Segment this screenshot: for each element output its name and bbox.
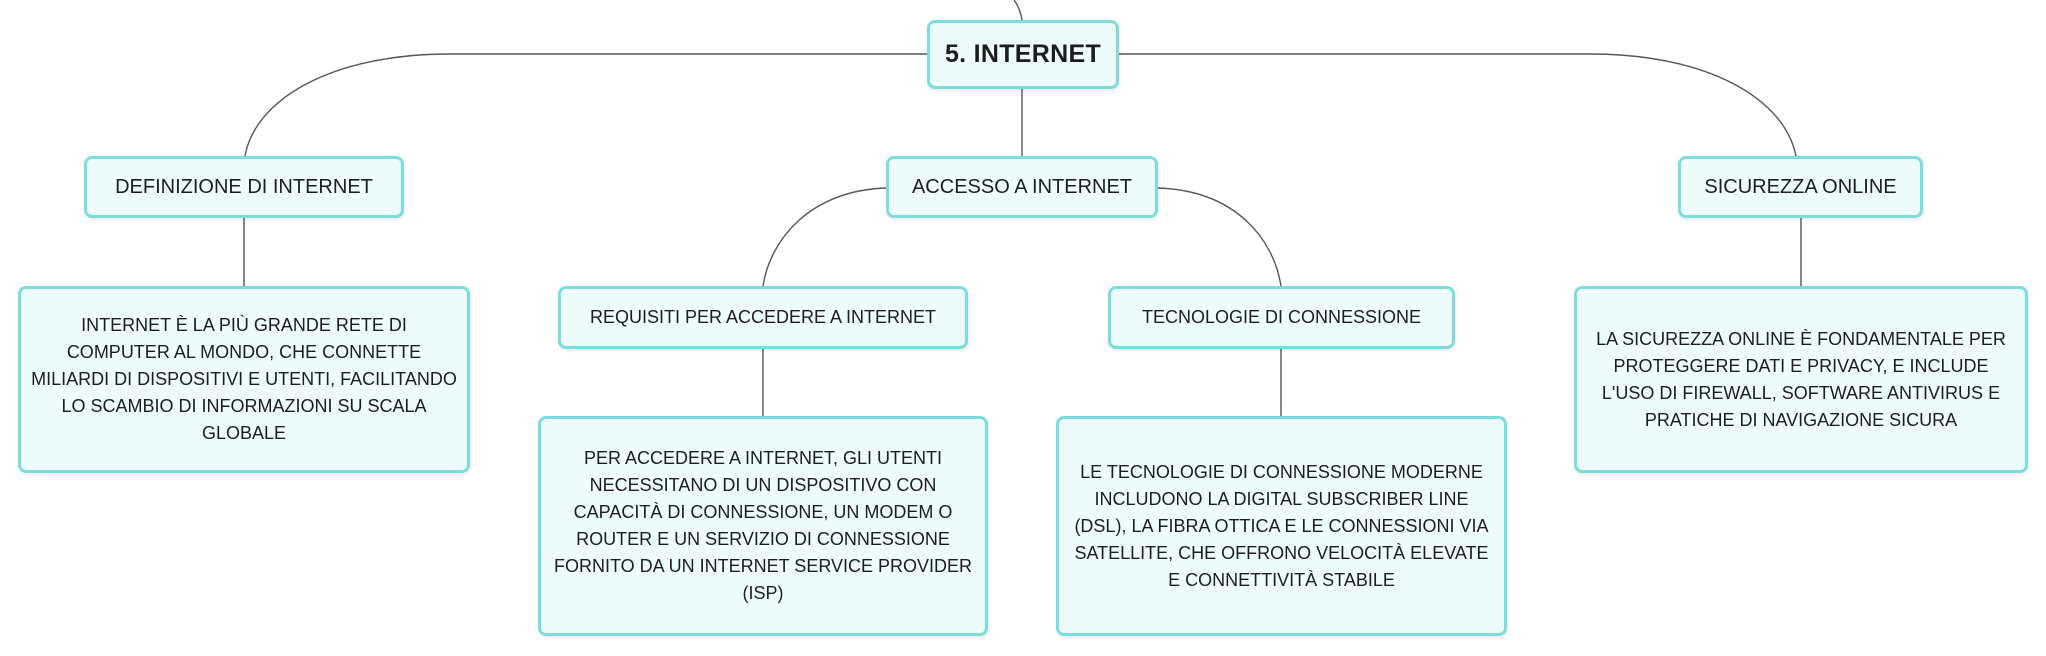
requisiti-label: REQUISITI PER ACCEDERE A INTERNET <box>589 307 937 327</box>
connector-accesso-requisiti <box>762 187 888 287</box>
connector-parent-edge <box>1013 0 1023 21</box>
connector-root-sicurezza <box>1118 53 1797 157</box>
definizione-label: DEFINIZIONE DI INTERNET <box>115 175 373 198</box>
sicurezza-detail-node[interactable]: LA SICUREZZA ONLINE È FONDAMENTALE PER P… <box>1574 286 2028 473</box>
tecnologie-label: TECNOLOGIE DI CONNESSIONE <box>1141 307 1422 327</box>
root-label: 5. INTERNET <box>944 40 1102 68</box>
connector-accesso-tecnologie <box>1156 187 1282 287</box>
connector-root-definizione <box>244 53 928 157</box>
definizione-detail-node[interactable]: INTERNET È LA PIÙ GRANDE RETE DI COMPUTE… <box>18 286 470 473</box>
sicurezza-detail-text: LA SICUREZZA ONLINE È FONDAMENTALE PER P… <box>1596 328 2006 430</box>
requisiti-detail-text: PER ACCEDERE A INTERNET, GLI UTENTI NECE… <box>553 448 973 603</box>
definizione-detail-text: INTERNET È LA PIÙ GRANDE RETE DI COMPUTE… <box>31 315 457 443</box>
sicurezza-node[interactable]: SICUREZZA ONLINE <box>1678 156 1923 218</box>
sicurezza-label: SICUREZZA ONLINE <box>1704 175 1897 198</box>
tecnologie-detail-node[interactable]: LE TECNOLOGIE DI CONNESSIONE MODERNE INC… <box>1056 416 1507 636</box>
accesso-label: ACCESSO A INTERNET <box>911 175 1133 198</box>
root-node[interactable]: 5. INTERNET <box>927 20 1119 89</box>
requisiti-node[interactable]: REQUISITI PER ACCEDERE A INTERNET <box>558 286 968 349</box>
tecnologie-detail-text: LE TECNOLOGIE DI CONNESSIONE MODERNE INC… <box>1074 461 1489 590</box>
requisiti-detail-node[interactable]: PER ACCEDERE A INTERNET, GLI UTENTI NECE… <box>538 416 988 636</box>
accesso-node[interactable]: ACCESSO A INTERNET <box>886 156 1158 218</box>
tecnologie-node[interactable]: TECNOLOGIE DI CONNESSIONE <box>1108 286 1455 349</box>
definizione-node[interactable]: DEFINIZIONE DI INTERNET <box>84 156 404 218</box>
